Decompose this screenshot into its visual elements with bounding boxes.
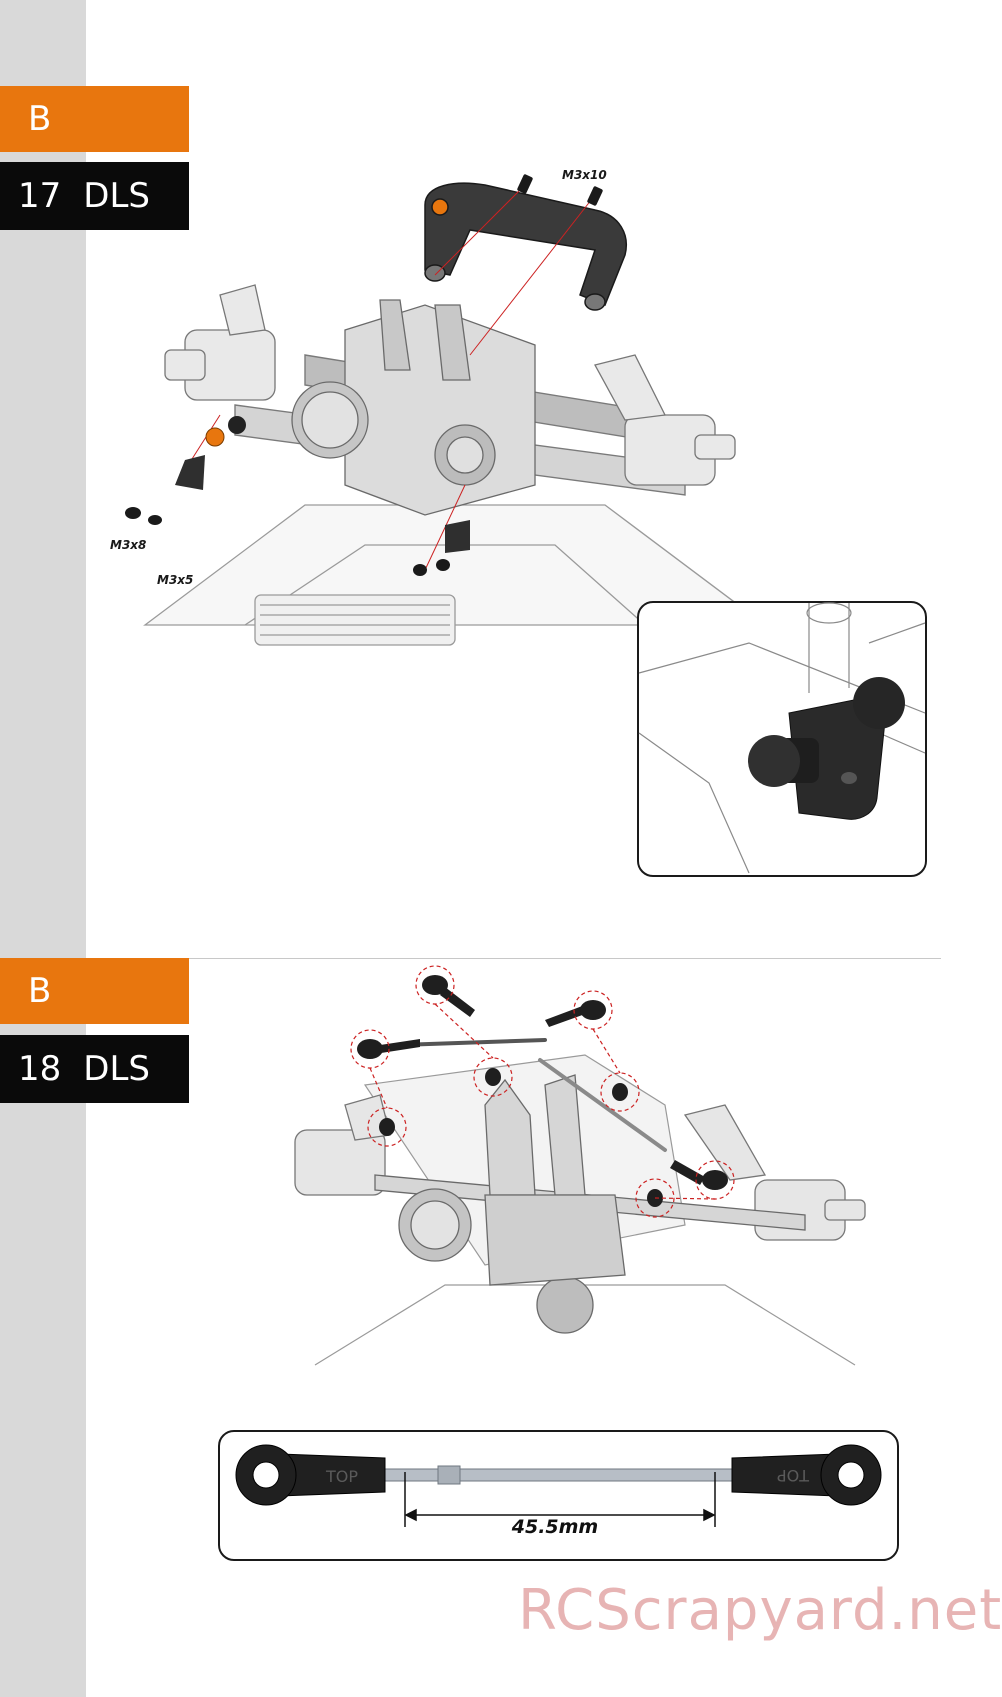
rod-end-right-text: TOP <box>777 1466 810 1485</box>
watermark-text: RCScrapyard.net <box>518 1578 1002 1643</box>
step-17-section-letter: B <box>28 99 52 139</box>
step-17-section-badge: B <box>0 86 189 152</box>
step-18-assembly-illustration <box>294 965 866 1366</box>
step-17-detail-inset <box>637 601 927 877</box>
step-17-title-badge: 17 DLS <box>0 162 189 230</box>
step-17-assembly-illustration: M3x10 M3x8 M3x5 <box>110 168 767 646</box>
section-divider <box>189 958 941 959</box>
step-18-rod-length-inset: TOP TOP 45.5mm <box>218 1430 899 1561</box>
step-18-title-badge: 18 DLS <box>0 1035 189 1103</box>
step-18-number: 18 <box>18 1049 62 1089</box>
step-18-section-badge: B <box>0 958 189 1024</box>
rod-end-left-text: TOP <box>325 1467 358 1486</box>
turnbuckle-rod-diagram: TOP TOP <box>235 1444 882 1527</box>
ball-stud-mount-detail <box>638 602 926 874</box>
step-18-title: DLS <box>83 1049 150 1089</box>
step-17-callout-m3x5: M3x5 <box>157 573 193 587</box>
step-17-title: DLS <box>83 176 150 216</box>
left-margin-rail <box>0 0 86 1697</box>
step-17-number: 17 <box>18 176 62 216</box>
step-17-callout-m3x8: M3x8 <box>110 538 146 552</box>
step-17-callout-m3x10: M3x10 <box>562 168 607 182</box>
step-18-section-letter: B <box>28 971 52 1011</box>
